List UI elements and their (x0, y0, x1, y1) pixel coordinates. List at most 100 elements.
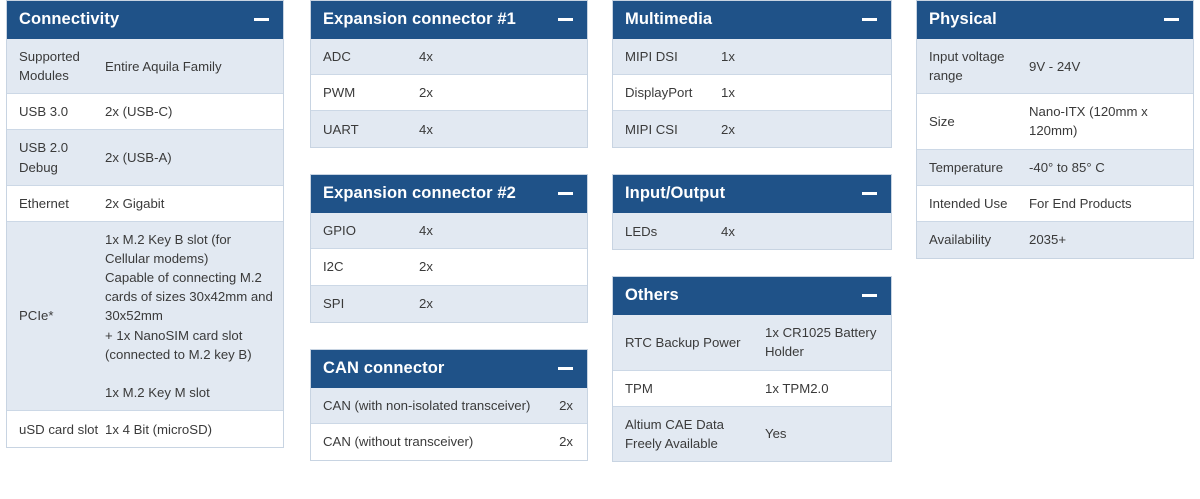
panel-rows: ADC 4x PWM 2x UART 4x (311, 39, 587, 148)
panel-header-expansion-connector-2[interactable]: Expansion connector #2 (311, 175, 587, 214)
row-label: Temperature (929, 159, 1004, 175)
row-value: For End Products (1029, 195, 1132, 211)
minus-icon[interactable] (862, 192, 877, 196)
panel-rows: MIPI DSI 1x DisplayPort 1x MIPI CSI 2x (613, 39, 891, 148)
panel-rows: LEDs 4x (613, 213, 891, 250)
row-value: 2x (559, 434, 573, 450)
panel-title: Input/Output (625, 184, 726, 203)
panel-expansion-connector-2: Expansion connector #2 GPIO 4x I2C 2x SP… (310, 174, 588, 323)
table-row: PCIe* 1x M.2 Key B slot (for Cellular mo… (7, 221, 283, 412)
panel-input-output: Input/Output LEDs 4x (612, 174, 892, 251)
row-label: Supported Modules (19, 49, 80, 84)
panel-header-connectivity[interactable]: Connectivity (7, 1, 283, 39)
table-row: Intended Use For End Products (917, 185, 1193, 222)
row-value: 4x (419, 121, 433, 137)
row-label: Availability (929, 232, 992, 248)
panel-rows: GPIO 4x I2C 2x SPI 2x (311, 213, 587, 322)
row-value: 2x (419, 259, 433, 275)
table-row: CAN (with non-isolated transceiver) 2x (311, 387, 587, 424)
panel-title: Expansion connector #1 (323, 10, 516, 28)
row-value: 1x (721, 49, 735, 64)
row-label: PCIe* (19, 308, 54, 324)
row-label: GPIO (323, 223, 356, 239)
panel-rows: Input voltage range 9V - 24V Size Nano-I… (917, 39, 1193, 258)
table-row: Temperature -40° to 85° C (917, 149, 1193, 186)
table-row: USB 2.0 Debug 2x (USB-A) (7, 130, 283, 186)
row-value: Nano-ITX (120mm x 120mm) (1029, 104, 1148, 139)
row-label: TPM (625, 380, 653, 396)
row-label: Input voltage range (929, 49, 1005, 84)
minus-icon[interactable] (558, 18, 573, 21)
row-value: 1x M.2 Key B slot (for Cellular modems) … (105, 231, 273, 400)
panel-others: Others RTC Backup Power 1x CR1025 Batter… (612, 276, 892, 462)
row-label: PWM (323, 85, 356, 101)
table-row: PWM 2x (311, 75, 587, 112)
panel-header-expansion-connector-1[interactable]: Expansion connector #1 (311, 1, 587, 39)
panel-header-multimedia[interactable]: Multimedia (613, 1, 891, 39)
row-label: I2C (323, 259, 344, 275)
row-value: 2x (721, 121, 735, 137)
row-value: 4x (721, 223, 735, 239)
panel-header-others[interactable]: Others (613, 277, 891, 316)
row-value: 2035+ (1029, 232, 1067, 248)
table-row: UART 4x (311, 111, 587, 148)
column-3: Multimedia MIPI DSI 1x DisplayPort 1x MI… (612, 0, 892, 488)
table-row: MIPI CSI 2x (613, 111, 891, 148)
table-row: ADC 4x (311, 39, 587, 76)
table-row: LEDs 4x (613, 213, 891, 250)
column-2: Expansion connector #1 ADC 4x PWM 2x UAR… (310, 0, 588, 487)
minus-icon[interactable] (1164, 18, 1179, 21)
row-label: USB 2.0 Debug (19, 140, 69, 175)
row-value: 9V - 24V (1029, 58, 1081, 74)
table-row: USB 3.0 2x (USB-C) (7, 94, 283, 131)
panel-header-input-output[interactable]: Input/Output (613, 175, 891, 214)
table-row: DisplayPort 1x (613, 75, 891, 112)
panel-title: Expansion connector #2 (323, 184, 516, 203)
table-row: I2C 2x (311, 249, 587, 286)
table-row: RTC Backup Power 1x CR1025 Battery Holde… (613, 315, 891, 371)
row-value: Yes (765, 426, 787, 442)
row-value: 2x (419, 295, 433, 311)
panel-rows: CAN (with non-isolated transceiver) 2x C… (311, 387, 587, 460)
row-label: DisplayPort (625, 85, 693, 101)
table-row: Supported Modules Entire Aquila Family (7, 39, 283, 95)
panel-title: Others (625, 286, 679, 305)
row-value: 1x CR1025 Battery Holder (765, 325, 877, 360)
panel-multimedia: Multimedia MIPI DSI 1x DisplayPort 1x MI… (612, 0, 892, 149)
table-row: TPM 1x TPM2.0 (613, 370, 891, 407)
minus-icon[interactable] (862, 18, 877, 21)
row-value: 2x (419, 85, 433, 101)
table-row: SPI 2x (311, 285, 587, 322)
row-label: LEDs (625, 223, 658, 239)
panel-title: Connectivity (19, 10, 120, 28)
minus-icon[interactable] (558, 366, 573, 370)
row-label: Size (929, 113, 955, 129)
row-value: 1x TPM2.0 (765, 380, 829, 396)
panel-header-physical[interactable]: Physical (917, 1, 1193, 39)
row-value: 2x (USB-C) (105, 104, 173, 120)
row-label: USB 3.0 (19, 104, 69, 120)
panel-connectivity: Connectivity Supported Modules Entire Aq… (6, 0, 284, 449)
column-1: Connectivity Supported Modules Entire Aq… (6, 0, 284, 474)
panel-title: CAN connector (323, 358, 445, 377)
row-label: MIPI CSI (625, 121, 678, 137)
table-row: GPIO 4x (311, 213, 587, 250)
row-label: SPI (323, 295, 345, 311)
table-row: Size Nano-ITX (120mm x 120mm) (917, 94, 1193, 150)
minus-icon[interactable] (254, 18, 269, 21)
row-label: Intended Use (929, 195, 1008, 211)
table-row: CAN (without transceiver) 2x (311, 423, 587, 460)
row-value: 2x (USB-A) (105, 149, 172, 165)
panel-header-can-connector[interactable]: CAN connector (311, 349, 587, 388)
panel-title: Multimedia (625, 10, 713, 28)
row-label: CAN (with non-isolated transceiver) (323, 397, 531, 413)
minus-icon[interactable] (862, 294, 877, 298)
panel-rows: Supported Modules Entire Aquila Family U… (7, 39, 283, 448)
panel-can-connector: CAN connector CAN (with non-isolated tra… (310, 348, 588, 461)
minus-icon[interactable] (558, 192, 573, 196)
panel-rows: RTC Backup Power 1x CR1025 Battery Holde… (613, 315, 891, 461)
row-label: UART (323, 121, 359, 137)
table-row: uSD card slot 1x 4 Bit (microSD) (7, 411, 283, 448)
row-label: uSD card slot (19, 421, 99, 437)
table-row: MIPI DSI 1x (613, 39, 891, 76)
